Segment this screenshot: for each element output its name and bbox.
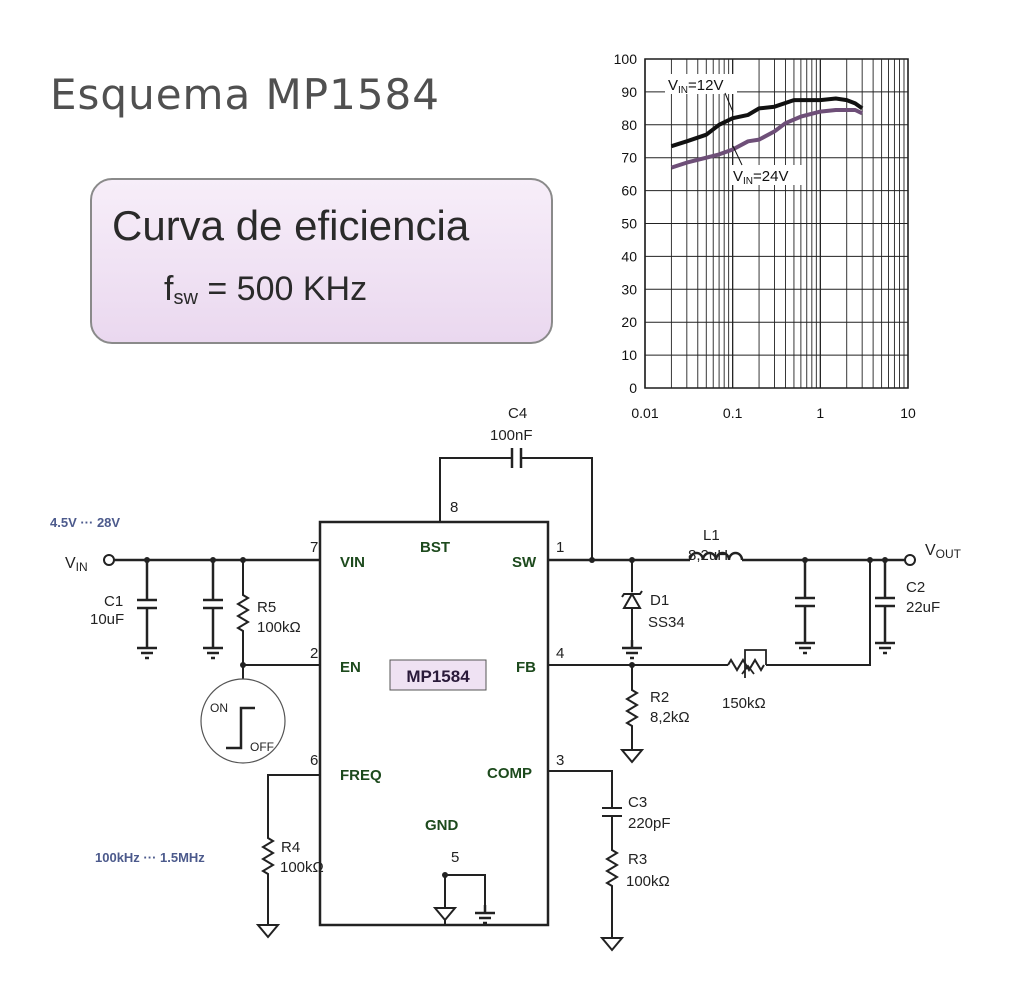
switch-on-label: ON <box>210 701 228 715</box>
series-label-leader <box>732 145 743 166</box>
page-title: Esquema MP1584 <box>50 70 440 119</box>
c3-value: 220pF <box>628 815 671 832</box>
enable-switch <box>200 665 286 764</box>
l1-ref: L1 <box>703 527 720 544</box>
pin-label-en: EN <box>340 659 361 676</box>
pin-label-gnd: GND <box>425 817 459 834</box>
d1-ref: D1 <box>650 592 669 609</box>
feedback-potentiometer <box>727 649 767 678</box>
l1-value: 8,2uH <box>688 547 728 564</box>
pin-label-bst: BST <box>420 539 450 556</box>
pin-number-freq: 6 <box>310 752 318 769</box>
r5-value: 100kΩ <box>257 619 301 636</box>
pin-number-vin: 7 <box>310 539 318 556</box>
x-tick-label: 10 <box>900 405 916 421</box>
efficiency-chart: 0 10 20 30 40 50 60 70 80 90 100 0.01 0.1 1 10 VIN=12V V… <box>614 51 916 421</box>
r3-ref: R3 <box>628 851 647 868</box>
switch-off-label: OFF <box>250 740 274 754</box>
c4-ref: C4 <box>508 405 527 422</box>
r2-ground-icon <box>621 739 643 763</box>
freq-sub: sw <box>173 287 198 309</box>
r4-ref: R4 <box>281 839 300 856</box>
pin-label-freq: FREQ <box>340 767 382 784</box>
d1-schottky-diode <box>620 560 644 660</box>
series-label: VIN=12V <box>668 77 723 96</box>
y-tick-label: 80 <box>621 117 637 133</box>
r5-ref: R5 <box>257 599 276 616</box>
r2-resistor <box>625 665 639 745</box>
y-tick-label: 20 <box>621 314 637 330</box>
y-tick-label: 90 <box>621 84 637 100</box>
pin-number-gnd: 5 <box>451 849 459 866</box>
efficiency-title: Curva de eficiencia <box>112 202 470 249</box>
chip-name: MP1584 <box>406 667 470 686</box>
d1-value: SS34 <box>648 614 685 631</box>
pin-number-sw: 1 <box>556 539 564 556</box>
r5-resistor <box>236 557 320 668</box>
fb-wire <box>548 560 871 666</box>
frequency-range: 100kHz ··· 1.5MHz <box>95 850 205 865</box>
c4-capacitor <box>510 448 523 468</box>
series-label-bg <box>730 165 802 185</box>
c3-ref: C3 <box>628 794 647 811</box>
chip-name-box <box>389 659 487 691</box>
r3-value: 100kΩ <box>626 873 670 890</box>
y-tick-label: 0 <box>629 380 637 396</box>
vin-terminal <box>103 554 115 566</box>
pin-number-fb: 4 <box>556 645 564 662</box>
mp1584-chip <box>318 520 550 927</box>
x-tick-label: 0.01 <box>631 405 658 421</box>
comp-network <box>548 770 622 930</box>
y-tick-label: 100 <box>614 51 638 67</box>
r4-ground-icon <box>257 914 279 938</box>
r4-resistor <box>261 774 320 920</box>
y-tick-label: 50 <box>621 216 637 232</box>
x-tick-label: 0.1 <box>723 405 743 421</box>
l1-inductor <box>688 551 744 561</box>
pin-label-sw: SW <box>512 554 537 571</box>
output-capacitor <box>793 560 817 655</box>
pin-label-fb: FB <box>516 659 536 676</box>
r2-ref: R2 <box>650 689 669 706</box>
x-tick-label: 1 <box>816 405 824 421</box>
pot-value: 150kΩ <box>722 695 766 712</box>
r2-value: 8,2kΩ <box>650 709 690 726</box>
vout-label: VOUT <box>925 542 962 561</box>
pin-label-vin: VIN <box>340 554 365 571</box>
series-label: VIN=24V <box>733 168 788 187</box>
r4-value: 100kΩ <box>280 859 324 876</box>
pin-number-bst: 8 <box>450 499 458 516</box>
y-tick-label: 30 <box>621 281 637 297</box>
efficiency-caption-box: Curva de eficiencia fsw = 500 KHz <box>90 178 553 344</box>
r3-ground-icon <box>601 927 623 951</box>
freq-value: = 500 KHz <box>207 270 368 308</box>
c2-capacitor <box>873 560 897 655</box>
y-tick-label: 70 <box>621 150 637 166</box>
series-label-leader <box>724 92 734 113</box>
c4-value: 100nF <box>490 427 533 444</box>
c2-value: 22uF <box>906 599 940 616</box>
y-tick-label: 10 <box>621 347 637 363</box>
y-tick-label: 60 <box>621 183 637 199</box>
vout-terminal <box>904 554 916 566</box>
series-label-bg <box>665 74 737 94</box>
pin-label-comp: COMP <box>487 765 532 782</box>
c1-capacitor <box>135 557 159 660</box>
pin-number-comp: 3 <box>556 752 564 769</box>
bootstrap-wire <box>439 457 593 560</box>
input-capacitor-2 <box>201 557 225 660</box>
gnd-connection <box>434 872 497 925</box>
pin-number-en: 2 <box>310 645 318 662</box>
freq-prefix: f <box>164 270 174 308</box>
switching-frequency-label: fsw = 500 KHz <box>164 270 367 310</box>
y-tick-label: 40 <box>621 248 637 264</box>
vin-label: VIN <box>65 555 88 574</box>
input-voltage-range: 4.5V ··· 28V <box>50 515 120 530</box>
c2-ref: C2 <box>906 579 925 596</box>
c1-value: 10uF <box>90 611 124 628</box>
c1-ref: C1 <box>104 593 123 610</box>
